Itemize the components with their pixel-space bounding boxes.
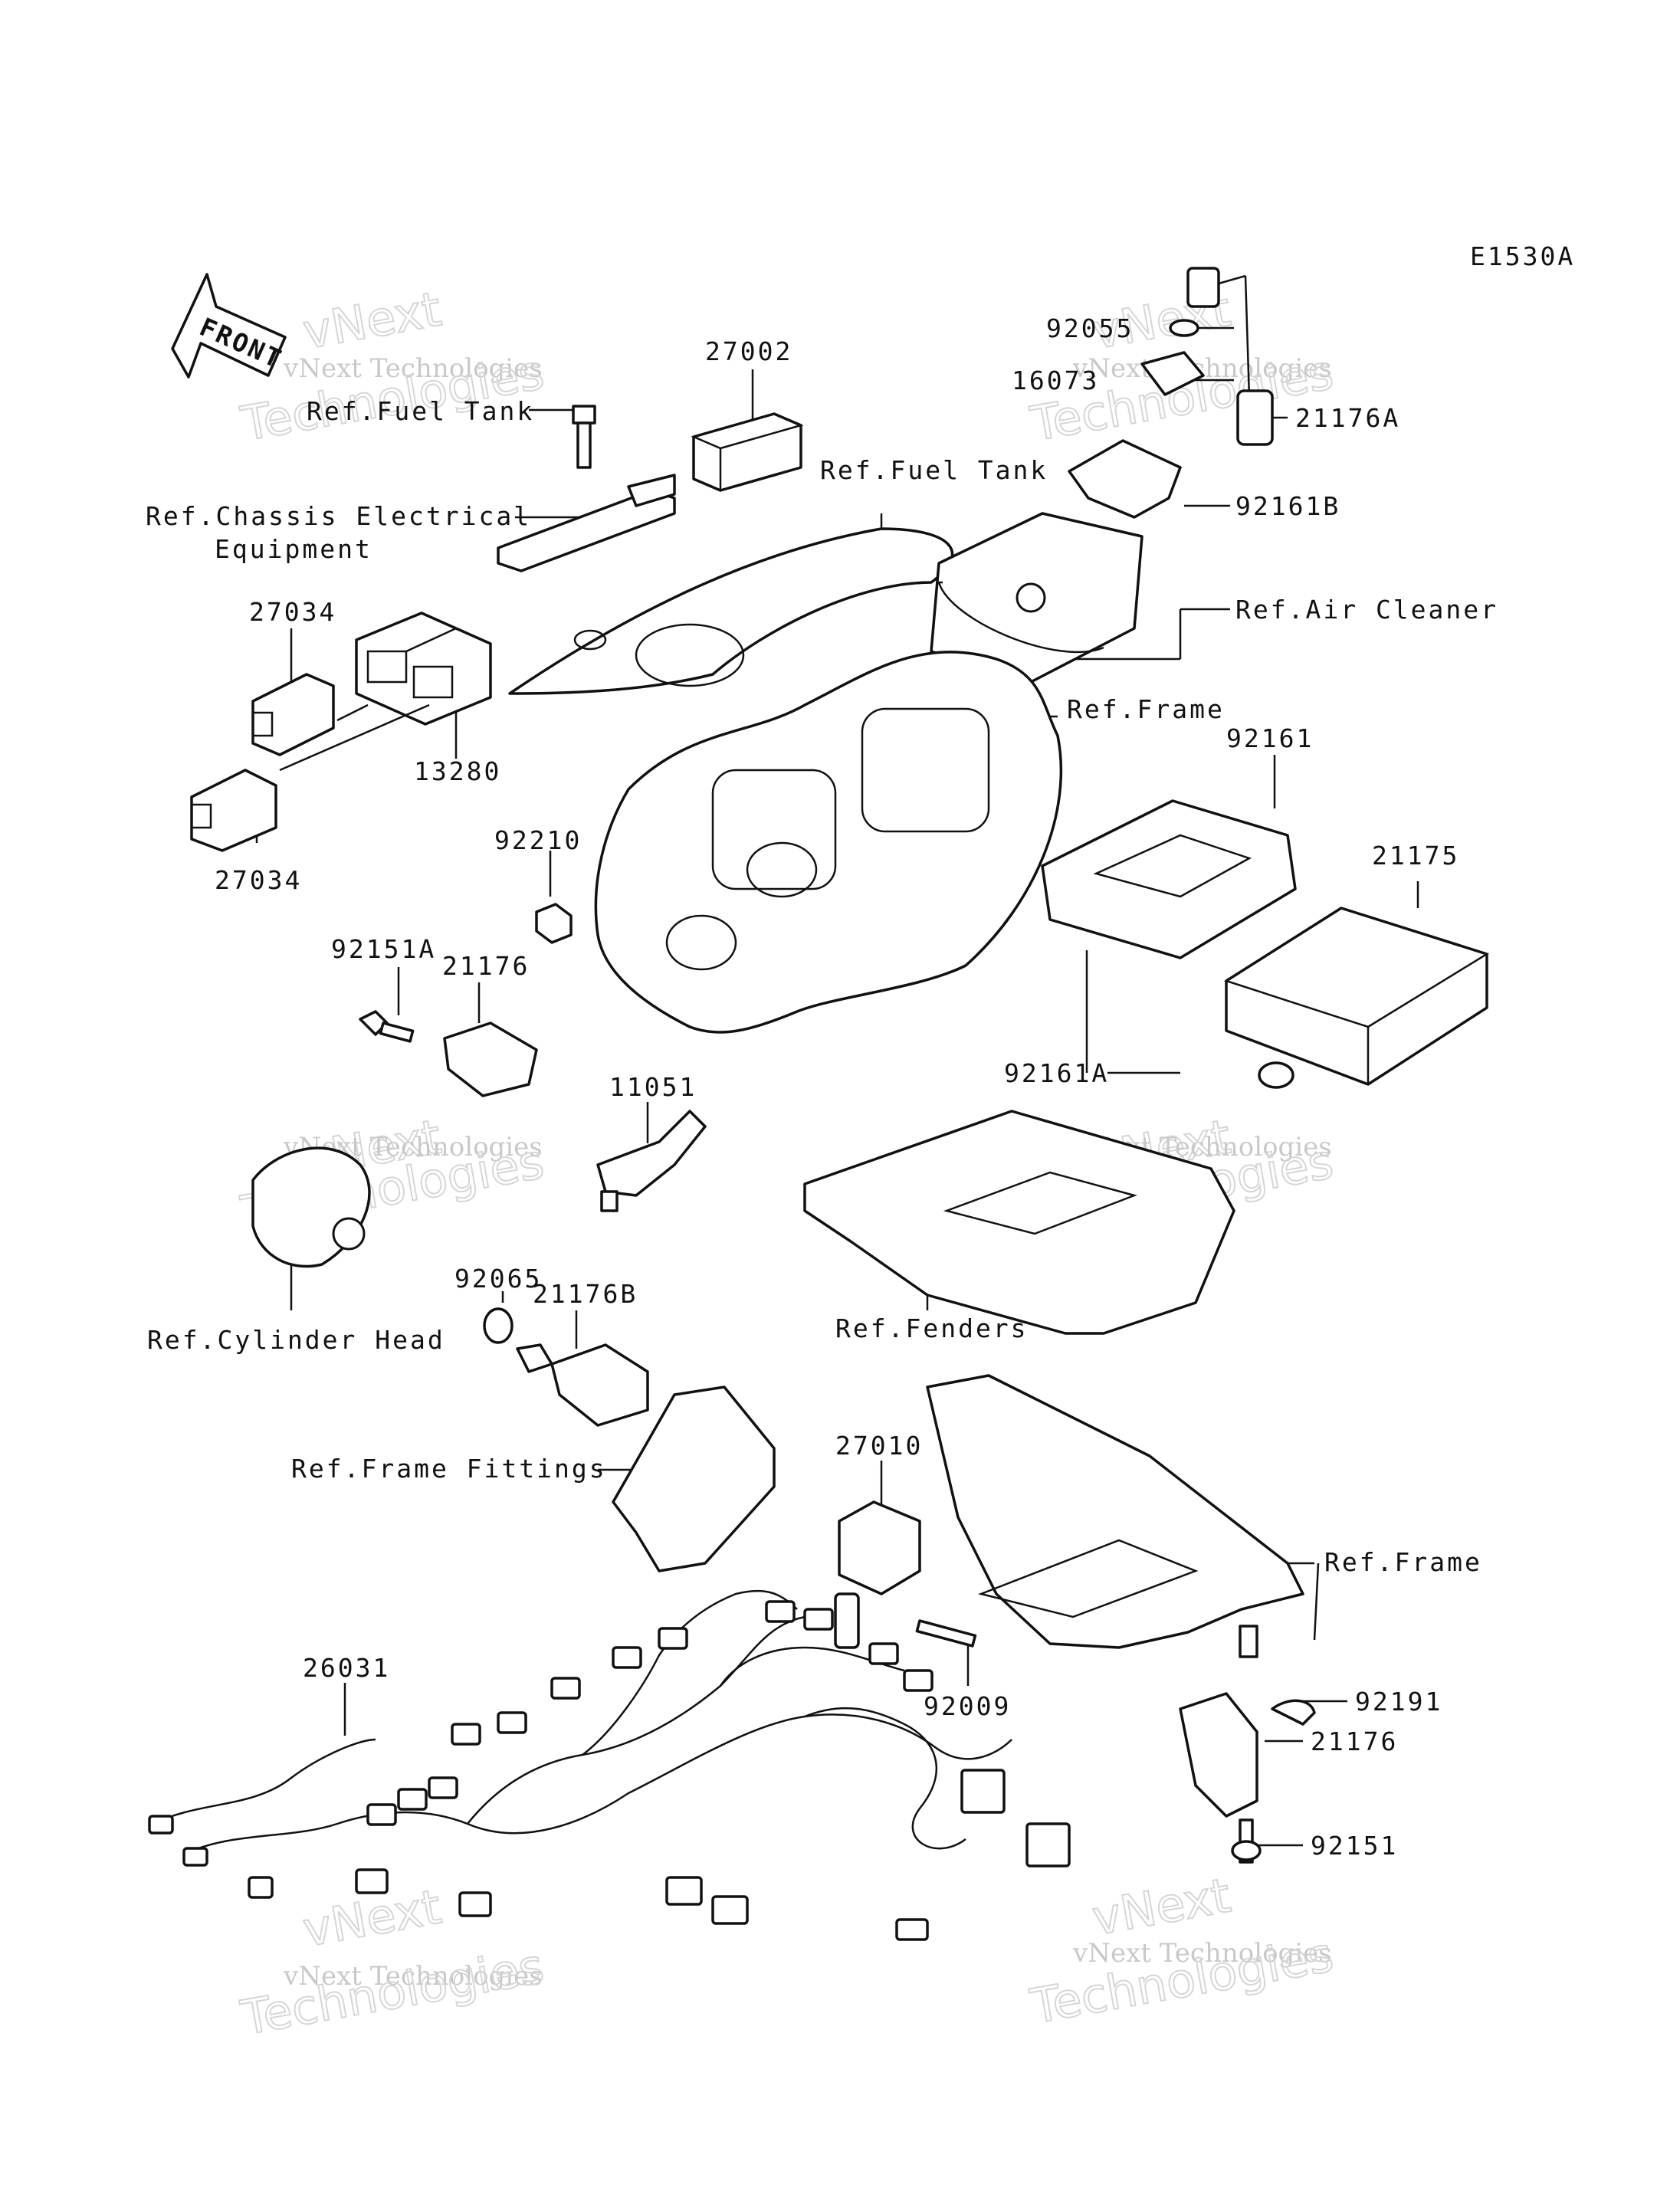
washer-92065 [483,1307,514,1344]
spacer [1239,1625,1258,1658]
label-92151: 92151 [1311,1831,1398,1861]
connector-line [279,703,430,772]
label-92191: 92191 [1355,1687,1442,1717]
bracket-chassis [497,474,676,572]
label-92055: 92055 [1046,313,1134,343]
relay-27002 [691,412,804,492]
sensor-21176-a [359,1010,538,1097]
frame-main [594,651,1063,1034]
label-27034: 27034 [215,865,302,895]
label-92151A: 92151A [331,934,436,964]
label-ref-fuel-tank: Ref.Fuel Tank [820,455,1048,485]
bolt-icon [572,405,596,469]
connector-line [405,627,457,653]
label-26031: 26031 [303,1653,390,1683]
label-ref-cylinder-head: Ref.Cylinder Head [147,1325,445,1355]
label-27010: 27010 [835,1431,923,1461]
ecu-21175 [1224,907,1489,1086]
label-92161: 92161 [1226,723,1314,753]
label-ref-frame: Ref.Frame [1324,1547,1482,1577]
watermark-small: vNext Technologies [1072,353,1332,384]
frame-fittings [612,1385,776,1572]
frame-right [926,1374,1304,1649]
label-21176B: 21176B [533,1279,638,1309]
label-16073: 16073 [1012,366,1099,395]
nut-92210 [535,903,573,944]
label-ref-frame: Ref.Frame [1067,694,1225,724]
label-ref-frame-fittings: Ref.Frame Fittings [291,1454,607,1484]
label-ref-air-cleaner: Ref.Air Cleaner [1235,595,1498,625]
relay-27034-a [251,673,335,756]
label-92161B: 92161B [1235,491,1340,521]
sensor-27010 [834,1500,921,1649]
label-ref-chassis-electrical: Ref.Chassis Electrical [146,501,531,531]
bracket-11051 [596,1110,707,1212]
screw-92009 [915,1619,977,1648]
relay-27034-b [190,769,277,852]
diagram-code: E1530A [1470,241,1575,271]
watermark-small: vNext Technologies [1072,1938,1332,1969]
fenders [803,1110,1235,1335]
watermark-small: vNext Technologies [283,353,543,384]
label-92065: 92065 [454,1264,542,1294]
label-21175: 21175 [1372,841,1459,871]
label-ref-chassis-equipment: Equipment [215,534,372,564]
rubber-92161A [1258,1061,1294,1089]
air-cleaner-box [930,512,1144,684]
watermark-large-top: vNext [299,280,445,359]
front-arrow-icon: FRONT [171,273,287,379]
label-11051: 11051 [609,1072,697,1102]
sensor-21176A [1068,267,1274,519]
watermark-small: vNext Technologies [283,1961,543,1992]
watermark-large-bottom: Technologies [237,1938,548,2046]
label-92009: 92009 [924,1691,1011,1721]
label-21176: 21176 [1311,1726,1398,1756]
watermark-top-left: vNext vNext Technologies Technologies [236,280,549,453]
label-27034: 27034 [249,597,336,627]
connector-line [336,703,369,722]
label-21176: 21176 [442,951,530,981]
relay-13280 [355,612,492,726]
watermark-large-top: vNext [1088,1867,1235,1946]
watermark-bottom-right: vNext vNext Technologies Technologies [1025,1866,1338,2035]
watermark-bottom-left: vNext vNext Technologies Technologies [236,1877,549,2047]
label-21176A: 21176A [1295,403,1400,433]
part-labels: 27002 Ref.Fuel Tank Ref.Chassis Electric… [146,313,1498,1861]
label-92161A: 92161A [1004,1058,1109,1088]
label-ref-fuel-tank: Ref.Fuel Tank [307,396,534,426]
label-13280: 13280 [414,756,501,786]
sensor-21176-b [1179,1625,1316,1864]
sensor-21176B [516,1343,649,1427]
ecu-bracket-92161 [1041,799,1297,959]
label-27002: 27002 [705,336,792,366]
label-ref-fenders: Ref.Fenders [835,1313,1029,1343]
wiring-harness-26031 [148,1589,1071,1941]
cylinder-head [251,1146,371,1268]
label-92210: 92210 [494,825,582,855]
